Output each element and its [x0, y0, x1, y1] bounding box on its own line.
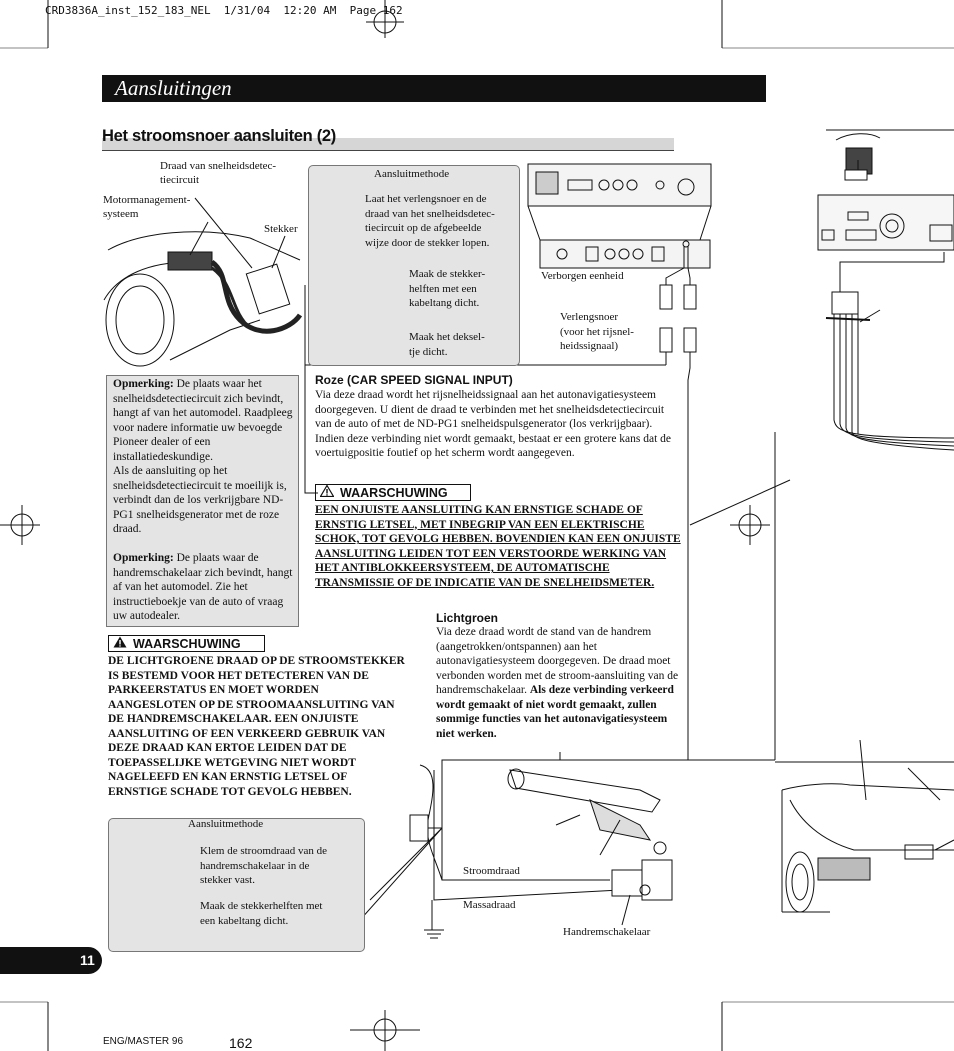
page-tab: [0, 947, 102, 974]
chapter-title: Aansluitingen: [115, 76, 232, 100]
green-text-normal: Via deze draad wordt de stand van de han…: [436, 626, 679, 696]
method-box-bottom-title: Aansluitmethode: [188, 818, 264, 830]
master-label: ENG/MASTER 96: [103, 1036, 184, 1047]
warning-triangle-icon: [113, 636, 127, 651]
note2-label: Opmerking:: [113, 552, 174, 564]
pink-heading: Roze (CAR SPEED SIGNAL INPUT): [315, 373, 513, 387]
pink-text: Via deze draad wordt het rijsnelheidssig…: [315, 389, 672, 459]
note1-label: Opmerking:: [113, 378, 174, 390]
plug-label: Stekker: [264, 223, 298, 235]
warning-triangle-icon: [319, 484, 335, 500]
note1-text: De plaats waar het snelheidsdetectiecirc…: [113, 378, 293, 535]
green-heading: Lichtgroen: [436, 611, 498, 625]
green-text-bold: Als deze verbinding verkeerd wordt gemaa…: [436, 684, 674, 740]
note-box: [106, 375, 299, 627]
method-box-top-step1: Laat het verlengsnoer en de draad van he…: [365, 193, 495, 249]
method-box-top-step3: Maak het deksel- tje dicht.: [409, 331, 485, 358]
handbrake-switch-label: Handremschakelaar: [563, 926, 651, 938]
extension-cord-label: Verlengsnoer (voor het rijsnel- heidssig…: [560, 311, 634, 352]
warning-2-text: DE LICHTGROENE DRAAD OP DE STROOMSTEKKER…: [108, 655, 405, 798]
note-box-text: Opmerking: De plaats waar het snelheidsd…: [113, 377, 295, 624]
power-wire-label: Stroomdraad: [463, 865, 520, 877]
method-box-bottom-step1: Klem de stroomdraad van de handremschake…: [200, 845, 328, 886]
warning-badge-2: WAARSCHUWING: [108, 635, 265, 652]
speed-circuit-label: Draad van snelheidsdetec- tiecircuit: [160, 160, 277, 186]
warning-badge-1: WAARSCHUWING: [315, 484, 471, 501]
warning-badge-1-text: WAARSCHUWING: [340, 485, 448, 500]
chapter-header-bar: [102, 75, 766, 102]
method-box-top: [308, 165, 520, 366]
warning-badge-2-text: WAARSCHUWING: [133, 636, 241, 651]
page-tab-number: 11: [80, 952, 95, 968]
note2-text: De plaats waar de handremschakelaar zich…: [113, 552, 293, 622]
method-box-top-step2: Maak de stekker- helften met een kabelta…: [409, 268, 486, 309]
method-box-top-title: Aansluitmethode: [374, 168, 450, 180]
section-title: Het stroomsnoer aansluiten (2): [102, 127, 336, 145]
green-text: Via deze draad wordt de stand van de han…: [436, 625, 684, 741]
section-title-bar: [102, 138, 674, 151]
engine-mgmt-label: Motormanagement- systeem: [103, 194, 191, 220]
hidden-unit-label: Verborgen eenheid: [541, 270, 624, 282]
ground-wire-label: Massadraad: [463, 899, 516, 911]
warning-1-text: EEN ONJUISTE AANSLUITING KAN ERNSTIGE SC…: [315, 504, 681, 589]
page-number: 162: [229, 1035, 253, 1051]
print-slug: CRD3836A_inst_152_183_NEL 1/31/04 12:20 …: [45, 4, 403, 17]
method-box-bottom-step2: Maak de stekkerhelften met een kabeltang…: [200, 900, 323, 927]
method-box-bottom: [108, 818, 365, 952]
